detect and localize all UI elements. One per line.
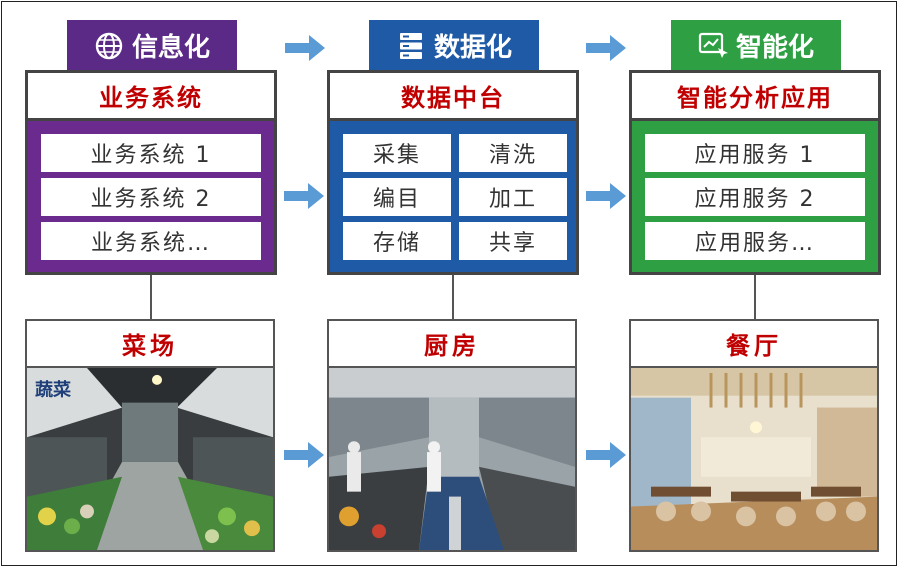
connector-line — [150, 275, 152, 319]
business-system-item: 业务系统… — [41, 222, 261, 260]
data-platform-block: 数据中台 采集 清洗 编目 加工 存储 共享 — [327, 70, 579, 275]
connector-line — [754, 275, 756, 319]
block-title: 业务系统 — [28, 73, 274, 121]
application-service-item: 应用服务 2 — [645, 178, 865, 216]
application-service-item: 应用服务 1 — [645, 134, 865, 172]
block-title: 智能分析应用 — [632, 73, 878, 121]
restaurant-photo — [631, 368, 877, 550]
market-photo: 蔬菜 — [27, 368, 273, 550]
smart-application-block: 智能分析应用 应用服务 1 应用服务 2 应用服务… — [629, 70, 881, 275]
data-function-share: 共享 — [459, 222, 567, 260]
scene-card-restaurant: 餐厅 — [629, 319, 879, 552]
business-system-block: 业务系统 业务系统 1 业务系统 2 业务系统… — [25, 70, 277, 275]
data-function-collect: 采集 — [343, 134, 451, 172]
stage-tab-datafication: 数据化 — [369, 20, 539, 71]
stage-label: 数据化 — [433, 33, 512, 63]
scene-title: 厨房 — [329, 321, 575, 368]
server-icon — [396, 31, 426, 61]
block-title: 数据中台 — [330, 73, 576, 121]
business-system-item: 业务系统 2 — [41, 178, 261, 216]
scene-title: 菜场 — [27, 321, 273, 368]
application-service-item: 应用服务… — [645, 222, 865, 260]
data-function-store: 存储 — [343, 222, 451, 260]
arrow-right-icon — [284, 442, 324, 468]
scene-card-market: 菜场 蔬菜 — [25, 319, 275, 552]
scene-card-kitchen: 厨房 — [327, 319, 577, 552]
data-function-process: 加工 — [459, 178, 567, 216]
scene-title: 餐厅 — [631, 321, 877, 368]
arrow-right-icon — [285, 35, 325, 61]
kitchen-photo — [329, 368, 575, 550]
stage-tab-intelligence: 智能化 — [671, 20, 841, 71]
stage-label: 信息化 — [131, 33, 210, 63]
stage-tab-informatization: 信息化 — [67, 20, 237, 71]
market-sign-text: 蔬菜 — [35, 380, 71, 401]
business-system-item: 业务系统 1 — [41, 134, 261, 172]
connector-line — [452, 275, 454, 319]
smart-screen-icon — [698, 31, 728, 61]
arrow-right-icon — [586, 35, 626, 61]
arrow-right-icon — [586, 183, 626, 209]
data-function-catalog: 编目 — [343, 178, 451, 216]
data-function-clean: 清洗 — [459, 134, 567, 172]
arrow-right-icon — [586, 442, 626, 468]
arrow-right-icon — [284, 183, 324, 209]
globe-icon — [94, 31, 124, 61]
stage-label: 智能化 — [735, 33, 814, 63]
